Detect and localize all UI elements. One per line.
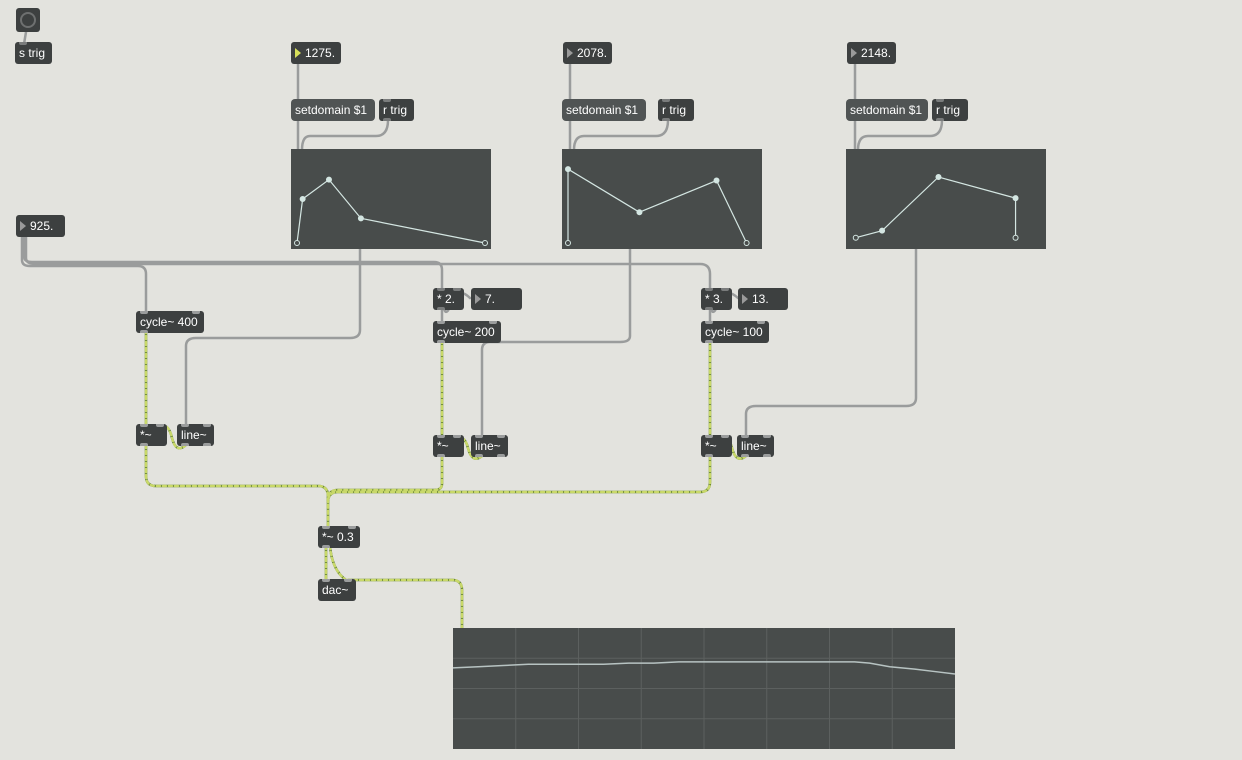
- patchcord: [856, 118, 944, 152]
- bang-circle-icon: [20, 12, 36, 28]
- number-box-925[interactable]: 925.: [16, 215, 65, 237]
- numbox-arrow-icon: [742, 294, 748, 304]
- numbox-arrow-icon: [20, 221, 26, 231]
- numbox-arrow-icon: [851, 48, 857, 58]
- numbox-arrow-icon: [567, 48, 573, 58]
- breakpoint-handle[interactable]: [299, 196, 306, 202]
- signal-cord: [144, 443, 330, 528]
- scope-waveform: [452, 661, 956, 675]
- signal-multiply-0-3-object[interactable]: *~ 0.3: [318, 526, 360, 548]
- patchcord: [20, 234, 148, 314]
- function-editor-3[interactable]: [846, 149, 1046, 249]
- patchcord: [300, 118, 390, 152]
- scope-trace: [452, 628, 956, 749]
- multiply-2-object[interactable]: * 2.: [433, 288, 464, 310]
- receive-trig-object-2[interactable]: r trig: [658, 99, 694, 121]
- function-editor-1[interactable]: [291, 149, 491, 249]
- dac-object[interactable]: dac~: [318, 579, 356, 601]
- setdomain-message-1[interactable]: setdomain $1: [291, 99, 375, 121]
- signal-cord: [346, 578, 464, 630]
- signal-cord: [326, 454, 712, 504]
- receive-trig-object-3[interactable]: r trig: [932, 99, 968, 121]
- patchcord: [184, 246, 362, 427]
- number-box-7[interactable]: 7.: [471, 288, 522, 310]
- breakpoint-handle[interactable]: [935, 174, 942, 180]
- line-object-3[interactable]: line~: [737, 435, 774, 457]
- signal-multiply-object-3[interactable]: *~: [701, 435, 732, 457]
- cycle-100-object[interactable]: cycle~ 100: [701, 321, 769, 343]
- breakpoint-handle[interactable]: [565, 240, 571, 246]
- breakpoint-handle[interactable]: [713, 177, 720, 184]
- breakpoint-handle[interactable]: [852, 234, 859, 241]
- line-object-2[interactable]: line~: [471, 435, 508, 457]
- patchcord: [572, 118, 670, 152]
- function-curve: [852, 174, 1019, 241]
- function-line: [567, 168, 748, 244]
- breakpoint-handle[interactable]: [482, 240, 488, 246]
- breakpoint-handle[interactable]: [743, 240, 750, 246]
- breakpoint-handle[interactable]: [294, 240, 300, 246]
- oscilloscope-display[interactable]: [452, 628, 956, 749]
- number-box-2148[interactable]: 2148.: [847, 42, 896, 64]
- function-editor-2[interactable]: [562, 149, 762, 249]
- patchcord: [480, 246, 632, 438]
- breakpoint-handle[interactable]: [357, 215, 364, 222]
- function-curve: [294, 176, 488, 246]
- patchcord: [744, 246, 918, 438]
- breakpoint-handle[interactable]: [325, 176, 332, 183]
- signal-cord: [328, 544, 348, 582]
- signal-cord: [326, 454, 444, 502]
- send-trig-object[interactable]: s trig: [15, 42, 52, 64]
- function-curve: [565, 166, 750, 246]
- number-box-2078[interactable]: 2078.: [563, 42, 612, 64]
- signal-cord: [328, 544, 348, 582]
- function-line: [296, 178, 486, 244]
- signal-cord: [346, 578, 464, 630]
- setdomain-message-2[interactable]: setdomain $1: [562, 99, 646, 121]
- numbox-arrow-icon: [295, 48, 301, 58]
- signal-cord: [326, 454, 712, 504]
- breakpoint-handle[interactable]: [1012, 195, 1019, 202]
- signal-cord: [326, 454, 444, 502]
- number-box-13[interactable]: 13.: [738, 288, 788, 310]
- breakpoint-handle[interactable]: [636, 209, 643, 216]
- breakpoint-handle[interactable]: [565, 166, 571, 173]
- line-object-1[interactable]: line~: [177, 424, 214, 446]
- breakpoint-handle[interactable]: [879, 227, 886, 234]
- bang-button[interactable]: [16, 8, 40, 32]
- cycle-200-object[interactable]: cycle~ 200: [433, 321, 501, 343]
- receive-trig-object-1[interactable]: r trig: [379, 99, 414, 121]
- cycle-400-object[interactable]: cycle~ 400: [136, 311, 204, 333]
- function-line: [855, 176, 1017, 239]
- signal-multiply-object-1[interactable]: *~: [136, 424, 167, 446]
- multiply-3-object[interactable]: * 3.: [701, 288, 732, 310]
- number-box-1275[interactable]: 1275.: [291, 42, 341, 64]
- breakpoint-handle[interactable]: [1012, 234, 1019, 241]
- signal-cord: [144, 443, 330, 528]
- signal-multiply-object-2[interactable]: *~: [433, 435, 464, 457]
- setdomain-message-3[interactable]: setdomain $1: [846, 99, 928, 121]
- numbox-arrow-icon: [475, 294, 481, 304]
